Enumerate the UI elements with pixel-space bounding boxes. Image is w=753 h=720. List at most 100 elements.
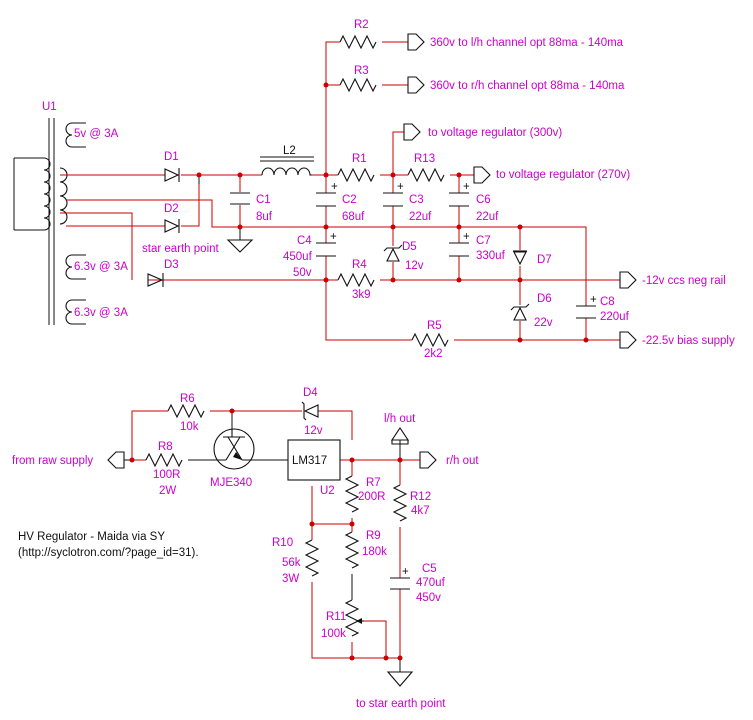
resistor-r4: R4 3k9 — [337, 259, 375, 301]
transistor-mje340: MJE340 — [210, 428, 256, 489]
c7-ref: C7 — [476, 235, 491, 247]
d7-ref: D7 — [537, 254, 552, 266]
input-port-icon — [107, 451, 125, 469]
port-arrow-icon — [619, 331, 637, 349]
regulator-dots — [129, 408, 403, 661]
c6-value: 22uf — [476, 211, 499, 223]
d5-value: 12v — [405, 260, 424, 272]
r13-ref: R13 — [414, 153, 435, 165]
note-line2: (http://syclotron.com/?page_id=31). — [18, 547, 199, 559]
l2-ref: L2 — [283, 145, 296, 157]
resistor-r3: R3 — [339, 65, 377, 92]
r11-value: 100k — [321, 628, 346, 640]
c8-value: 220uf — [600, 311, 630, 323]
capacitor-c4: + C4 450uf 50v — [283, 231, 337, 279]
c5-value-b: 450v — [416, 592, 441, 604]
r12-ref: R12 — [410, 491, 431, 503]
c4-value-a: 450uf — [283, 251, 313, 263]
d4-ref: D4 — [303, 387, 318, 399]
r8-ref: R8 — [158, 441, 173, 453]
out-rh-channel: 360v to r/h channel opt 88ma - 140ma — [430, 80, 625, 92]
regulator-lm317: LM317 U2 — [287, 439, 341, 497]
from-raw-label: from raw supply — [12, 455, 93, 467]
transformer-u1: U1 5v @ 3A 6.3v @ 3A 6.3v @ 3A — [13, 101, 128, 325]
diode-d3: D3 — [147, 259, 179, 287]
diode-d7: D7 — [513, 250, 552, 266]
resistor-r13: R13 — [407, 153, 445, 182]
r11-ref: R11 — [326, 611, 346, 623]
star-earth-arrow-icon — [386, 671, 414, 687]
c8-ref: C8 — [600, 296, 615, 308]
lh-out-arrow-icon — [390, 427, 410, 441]
c5-ref: C5 — [422, 563, 437, 575]
potentiometer-r11: R11 100k — [321, 599, 364, 640]
port-arrow-icon — [619, 271, 637, 289]
capacitor-c6: + C6 22uf — [449, 181, 499, 223]
out-neg-12v: -12v ccs neg rail — [642, 275, 726, 287]
diode-d2: D2 — [164, 203, 180, 233]
svg-text:+: + — [330, 231, 337, 243]
port-arrow-icon — [403, 123, 421, 141]
d3-ref: D3 — [164, 259, 179, 271]
out-bias: -22.5v bias supply — [642, 335, 735, 347]
svg-text:+: + — [402, 566, 409, 578]
c2-value: 68uf — [342, 211, 365, 223]
d1-ref: D1 — [164, 151, 179, 163]
out-lh-channel: 360v to l/h channel opt 88ma - 140ma — [430, 37, 624, 49]
r5-value: 2k2 — [424, 348, 443, 360]
r5-ref: R5 — [427, 320, 442, 332]
winding-6v3-b-label: 6.3v @ 3A — [74, 307, 128, 319]
svg-text:+: + — [463, 181, 470, 193]
svg-text:+: + — [331, 181, 338, 193]
svg-text:+: + — [397, 181, 404, 193]
c4-value-b: 50v — [293, 267, 312, 279]
rh-out-label: r/h out — [446, 455, 479, 467]
r6-value: 10k — [180, 421, 199, 433]
r9-ref: R9 — [366, 530, 381, 542]
u2-value: LM317 — [292, 455, 327, 467]
u2-ref: U2 — [320, 485, 335, 497]
r9-value: 180k — [362, 546, 387, 558]
c3-ref: C3 — [409, 194, 424, 206]
r10-value-a: 56k — [282, 557, 301, 569]
to-star-label: to star earth point — [356, 698, 446, 710]
c5-value-a: 470uf — [416, 577, 446, 589]
r8-value-a: 100R — [153, 469, 181, 481]
resistor-r9: R9 180k — [345, 530, 387, 569]
r4-ref: R4 — [352, 259, 367, 271]
resistor-r6: R6 10k — [167, 393, 205, 433]
svg-text:+: + — [590, 294, 597, 306]
r12-value: 4k7 — [411, 505, 430, 517]
ground-icon — [226, 239, 254, 253]
winding-5v-label: 5v @ 3A — [74, 128, 119, 140]
capacitor-c8: + C8 220uf — [576, 294, 630, 323]
c1-value: 8uf — [256, 211, 273, 223]
zener-d5: D5 12v — [383, 241, 424, 272]
r7-ref: R7 — [366, 477, 381, 489]
star-earth-label: star earth point — [142, 243, 220, 255]
c4-ref: C4 — [297, 235, 312, 247]
c7-value: 330uf — [476, 250, 506, 262]
c6-ref: C6 — [476, 194, 491, 206]
capacitor-c7: + C7 330uf — [449, 231, 506, 262]
resistor-r7: R7 200R — [345, 475, 386, 513]
junction-dots — [196, 82, 589, 343]
r8-value-b: 2W — [159, 485, 176, 497]
c2-ref: C2 — [342, 194, 357, 206]
resistor-r12: R12 4k7 — [393, 484, 431, 522]
out-vreg-300: to voltage regulator (300v) — [428, 127, 562, 139]
d6-ref: D6 — [537, 293, 552, 305]
r10-value-b: 3W — [282, 573, 299, 585]
d5-ref: D5 — [402, 241, 417, 253]
d4-value: 12v — [304, 425, 323, 437]
zener-d6: D6 22v — [510, 293, 553, 329]
transformer-label: U1 — [42, 101, 57, 113]
capacitor-c5: + C5 470uf 450v — [390, 563, 446, 604]
resistor-r5: R5 2k2 — [411, 320, 449, 360]
r1-ref: R1 — [352, 153, 367, 165]
lh-out-label: l/h out — [384, 413, 416, 425]
r2-ref: R2 — [354, 19, 369, 31]
zener-d4: D4 12v — [301, 387, 323, 437]
r10-ref: R10 — [272, 537, 293, 549]
